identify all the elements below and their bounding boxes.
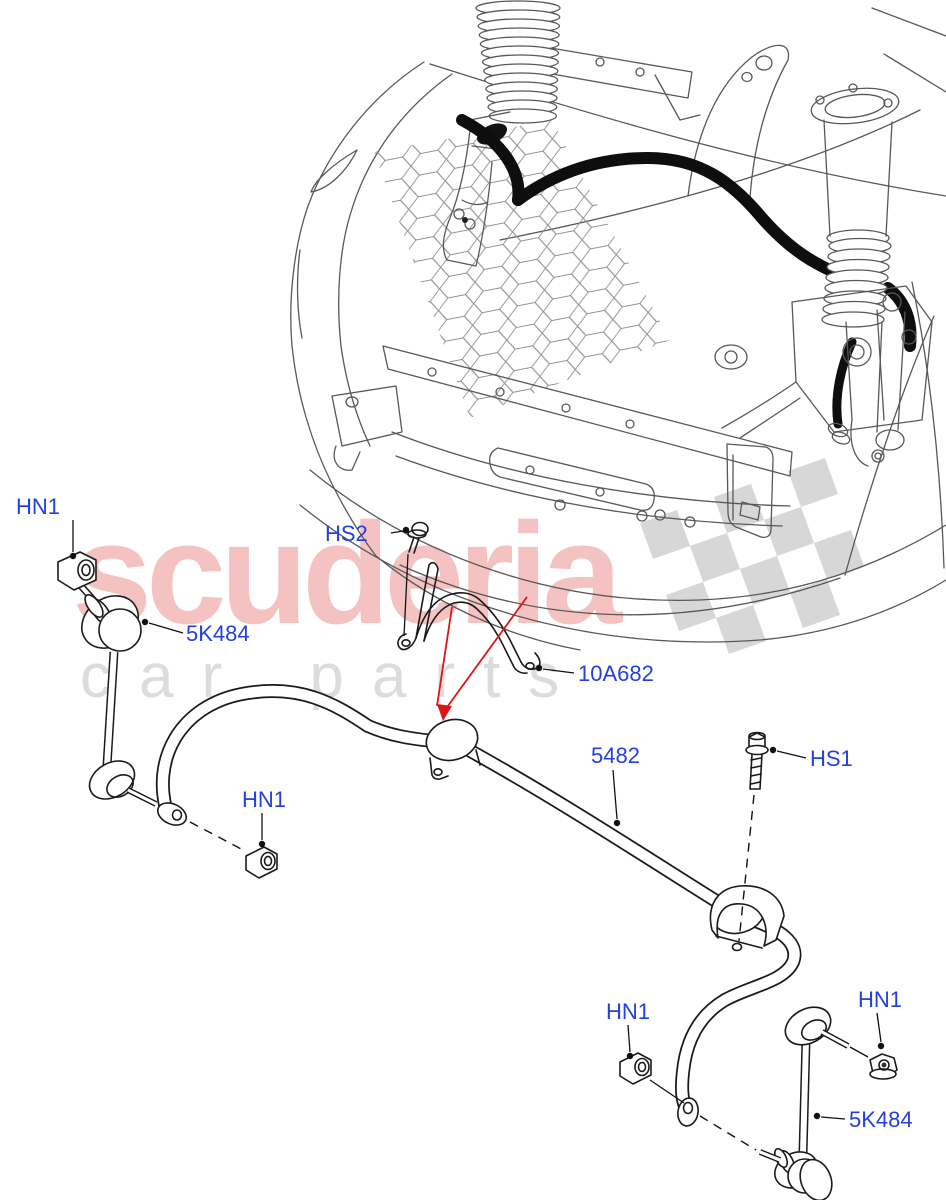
arrowhead-icon [437, 704, 452, 721]
part-label-5k484-b[interactable]: 5K484 [849, 1107, 913, 1132]
bar-bushing-front [425, 718, 479, 762]
part-label-5482[interactable]: 5482 [591, 743, 640, 768]
installed-stabilizer-bar [456, 114, 525, 206]
air-spring-bellows-right [821, 237, 892, 328]
installed-stabilizer-link [832, 337, 857, 429]
part-label-10a682[interactable]: 10A682 [578, 661, 654, 686]
part-label-hn1-d[interactable]: HN1 [858, 987, 902, 1012]
watermark: scuderia car parts [72, 458, 864, 711]
exploded-parts [57, 521, 898, 1200]
screw-hs2 [403, 521, 429, 637]
callouts: HN1 HS2 5K484 10A682 5482 HS1 HN1 HN1 HN… [16, 494, 913, 1132]
part-label-hn1-a[interactable]: HN1 [16, 494, 60, 519]
part-label-hs1[interactable]: HS1 [810, 746, 853, 771]
part-label-hn1-c[interactable]: HN1 [606, 999, 650, 1024]
watermark-brand-text: scuderia [72, 493, 623, 654]
stabilizer-bar-part [155, 684, 802, 1127]
part-label-hs2[interactable]: HS2 [325, 521, 368, 546]
checkered-flag-icon [640, 458, 864, 654]
ball-joint-left [98, 608, 142, 652]
air-spring-bellows-center [475, 0, 561, 124]
bolt-hs1 [738, 731, 769, 942]
vehicle-illustration [290, 0, 946, 651]
grille-mesh [374, 120, 670, 418]
install-arrows [436, 596, 528, 721]
part-label-hn1-b[interactable]: HN1 [242, 787, 286, 812]
stabilizer-link-left-part [57, 551, 278, 879]
part-label-5k484-a[interactable]: 5K484 [186, 621, 250, 646]
stabilizer-link-right-part [619, 1006, 898, 1200]
